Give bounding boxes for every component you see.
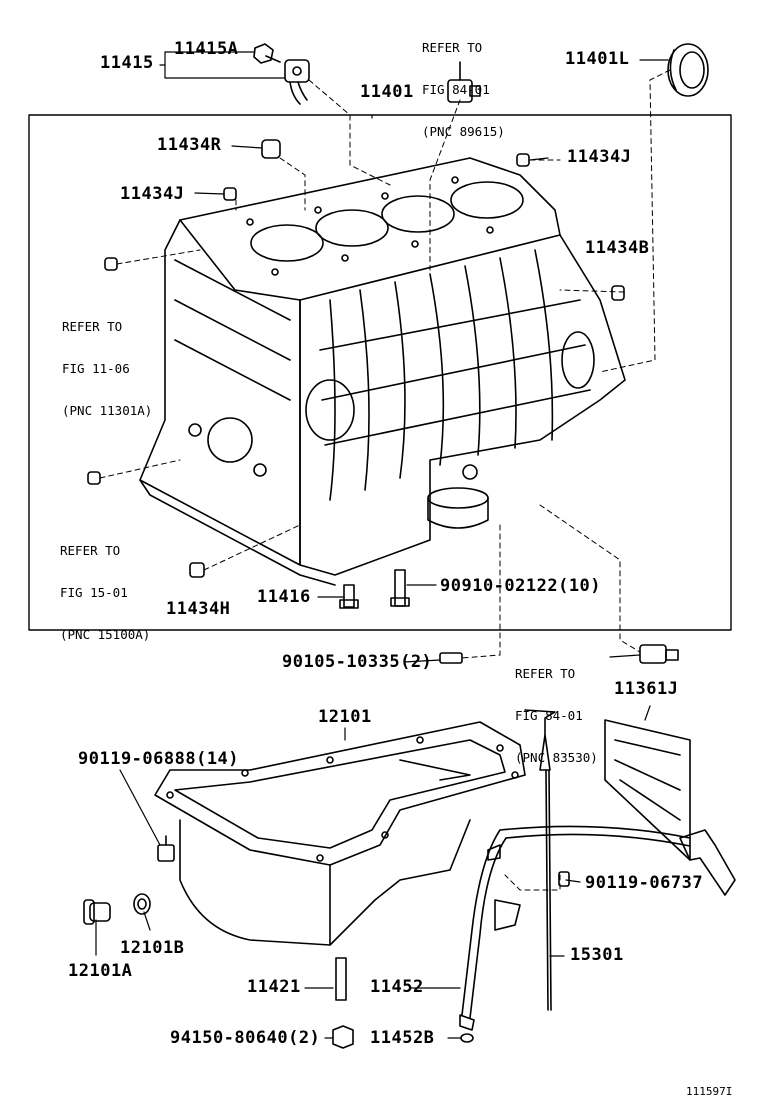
- refer-line-3: (PNC 15100A): [60, 627, 151, 642]
- block-assembly-frame: [28, 114, 732, 631]
- refer-line-3: (PNC 11301A): [62, 403, 153, 418]
- refer-note-89615[interactable]: REFER TO FIG 84-01 (PNC 89615): [422, 13, 505, 153]
- refer-note-83530[interactable]: REFER TO FIG 84-01 (PNC 83530): [515, 639, 598, 779]
- leader-lines: [99, 69, 671, 891]
- solid-leaders: [95, 59, 669, 1039]
- bolt-90105-icon: [439, 652, 463, 664]
- refer-note-15100a[interactable]: REFER TO FIG 15-01 (PNC 15100A): [60, 516, 150, 656]
- label-12101: 12101: [318, 707, 372, 727]
- figure-id: 111597I: [686, 1085, 733, 1098]
- label-11401: 11401: [360, 82, 414, 102]
- bracket-11415-leader: [159, 51, 286, 79]
- plug-11434j-top-icon: [516, 153, 530, 167]
- oil-pan-icon: [154, 721, 526, 946]
- refer-line-1: REFER TO: [515, 666, 576, 681]
- bolt-11416-icon: [339, 584, 359, 609]
- label-15301: 15301: [570, 945, 624, 965]
- refer-line-3: (PNC 89615): [422, 124, 505, 139]
- gauge-guide-icon: [459, 825, 736, 1031]
- label-90119-06737: 90119-06737: [585, 873, 704, 893]
- plug-11434h-icon: [189, 562, 205, 578]
- oil-pressure-switch-icon: [447, 61, 481, 103]
- plug-11434j-left-icon: [223, 187, 237, 201]
- refer-line-1: REFER TO: [422, 40, 483, 55]
- sensor-83530-icon: [639, 644, 679, 664]
- gasket-12101b-icon: [133, 893, 151, 915]
- plug-1501-icon: [87, 471, 101, 485]
- label-90105: 90105-10335(2): [282, 652, 433, 672]
- o-ring-11452b-icon: [460, 1033, 474, 1043]
- refer-line-1: REFER TO: [62, 319, 123, 334]
- nut-94150-icon: [332, 1025, 354, 1049]
- label-11434j-left: 11434J: [120, 184, 185, 204]
- label-11401l: 11401L: [565, 49, 630, 69]
- label-11361j: 11361J: [614, 679, 679, 699]
- refer-line-2: FIG 84-01: [422, 82, 490, 97]
- label-11415: 11415: [100, 53, 154, 73]
- label-90910: 90910-02122(10): [440, 576, 602, 596]
- label-12101a: 12101A: [68, 961, 133, 981]
- label-90119-06888: 90119-06888(14): [78, 749, 240, 769]
- label-11421: 11421: [247, 977, 301, 997]
- oil-level-gauge-icon: [524, 709, 556, 1011]
- bolt-90910-icon: [390, 569, 410, 607]
- refer-note-11301a[interactable]: REFER TO FIG 11-06 (PNC 11301A): [62, 292, 152, 432]
- label-11434r: 11434R: [157, 135, 222, 155]
- plug-11434r-icon: [261, 139, 281, 159]
- label-11452: 11452: [370, 977, 424, 997]
- oil-jet-11415-icon: [284, 59, 310, 105]
- label-12101b: 12101B: [120, 938, 185, 958]
- bolt-90119-06737-icon: [558, 871, 570, 887]
- refer-line-2: FIG 11-06: [62, 361, 130, 376]
- oil-pan-baffle-icon: [604, 719, 691, 861]
- refer-line-2: FIG 15-01: [60, 585, 128, 600]
- drain-plug-12101a-icon: [83, 899, 111, 925]
- oil-seal-11401l-icon: [667, 43, 709, 97]
- label-11416: 11416: [257, 587, 311, 607]
- cylinder-block-icon: [139, 157, 626, 586]
- label-94150: 94150-80640(2): [170, 1028, 321, 1048]
- label-11434h: 11434H: [166, 599, 231, 619]
- label-11452b: 11452B: [370, 1028, 435, 1048]
- refer-line-2: FIG 84-01: [515, 708, 583, 723]
- plug-1106-icon: [104, 257, 118, 271]
- union-bolt-11415a-icon: [253, 43, 281, 64]
- stud-11421-icon: [335, 957, 347, 1001]
- label-11434b: 11434B: [585, 238, 650, 258]
- plug-11434b-icon: [611, 285, 625, 301]
- label-11434j-top: 11434J: [567, 147, 632, 167]
- refer-line-1: REFER TO: [60, 543, 121, 558]
- refer-line-3: (PNC 83530): [515, 750, 598, 765]
- bolt-90119-06888-icon: [157, 835, 175, 862]
- label-11415a: 11415A: [174, 39, 239, 59]
